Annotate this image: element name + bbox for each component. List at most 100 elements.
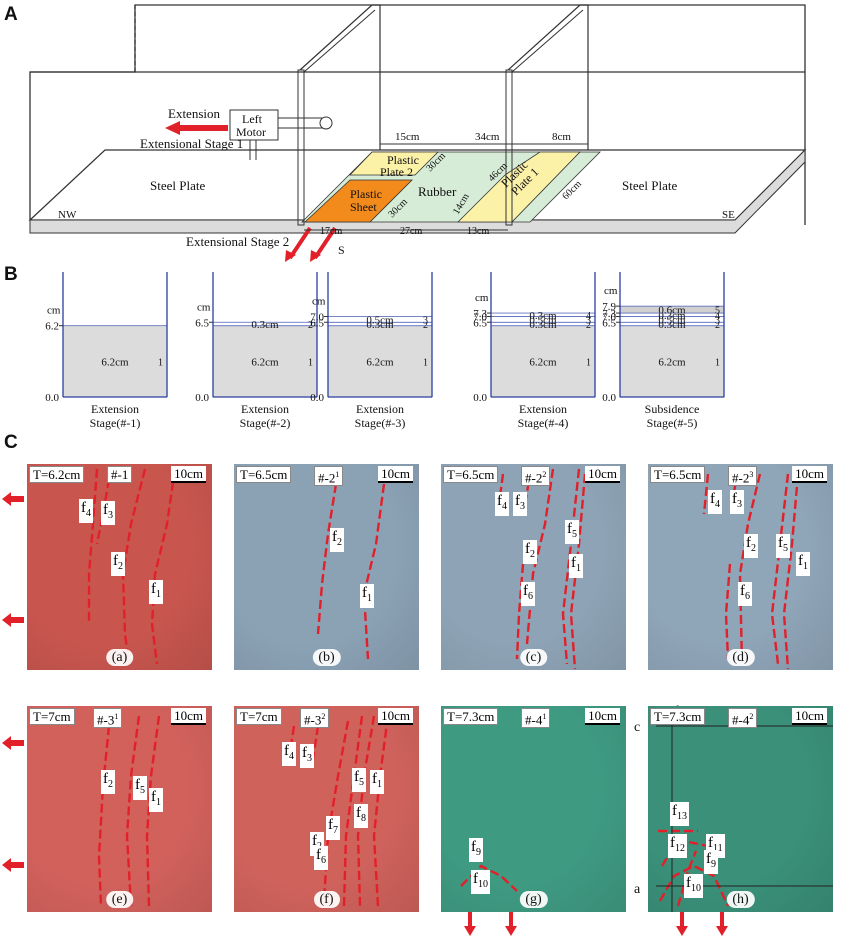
fault-label: f3 [101, 501, 115, 525]
tick-label: 6.5 [195, 317, 209, 329]
thickness-tag: T=7.3cm [443, 708, 499, 725]
layer-thickness: 6.2cm [251, 356, 279, 368]
panel-c-letter: C [4, 432, 18, 453]
tick-label: 7.9 [602, 301, 616, 313]
down-arrow-icon [676, 912, 688, 936]
fault-lines [286, 715, 390, 907]
layer-1 [619, 325, 725, 398]
stage-name: Subsidence [645, 402, 700, 416]
fault-label: f3 [730, 490, 744, 514]
fault-trace [770, 473, 790, 665]
dim-15: 15cm [395, 131, 420, 143]
tick-zero: 0.0 [602, 392, 616, 404]
fault-label: f12 [668, 834, 687, 858]
fault-trace [95, 478, 111, 545]
fault-trace [561, 468, 581, 665]
photo-label: (a) [105, 649, 134, 666]
s-label: S [338, 243, 345, 257]
experiment-id: #-42 [728, 708, 758, 729]
fault-label: f10 [471, 870, 490, 894]
fault-label: f3 [513, 492, 527, 516]
scale-bar: 10cm [171, 466, 206, 483]
photo-label: (g) [519, 891, 548, 908]
fault-label: f1 [370, 770, 384, 794]
se-label: SE [722, 209, 735, 221]
unit-label: cm [47, 305, 61, 317]
dim-34: 34cm [475, 131, 500, 143]
fault-trace [362, 483, 386, 660]
stage2-label: Extensional Stage 2 [186, 234, 289, 249]
left-arrow-icon [2, 613, 24, 627]
scale-bar: 10cm [792, 708, 827, 725]
plastic-plate-2 [349, 151, 439, 176]
stage-id: Stage(#-1) [90, 416, 141, 430]
tick-zero: 0.0 [473, 392, 487, 404]
tick-label: 7.3 [602, 308, 616, 320]
dim-13: 13cm [467, 226, 489, 237]
layer-thickness: 6.2cm [529, 356, 557, 368]
tick-label: 6.5 [602, 317, 616, 329]
photo-f: T=7cm#-3210cmf4f3f5f1f8f2f7f6(f) [234, 706, 419, 912]
thickness-tag: T=7cm [236, 708, 282, 725]
experiment-id: #-32 [300, 708, 330, 729]
plastic-plate2-label: Plastic [387, 153, 419, 167]
panel-a-letter: A [4, 4, 18, 25]
steel-plate-left: Steel Plate [150, 178, 205, 193]
layer-number: 1 [423, 357, 428, 368]
photo-label: (d) [726, 649, 755, 666]
fault-lines [460, 844, 518, 892]
fault-label: f2 [330, 528, 344, 552]
fault-label: f1 [569, 554, 583, 578]
fault-label: f1 [149, 788, 163, 812]
fault-lines [316, 483, 386, 660]
fault-label: f1 [149, 580, 163, 604]
thickness-tag: T=7.3cm [650, 708, 706, 725]
fault-label: f6 [314, 846, 328, 870]
plastic-plate-1 [457, 151, 581, 223]
tick-zero: 0.0 [195, 392, 209, 404]
fault-trace [515, 563, 525, 660]
layer-thickness: 0.5cm [366, 314, 394, 326]
stage-name: Extension [91, 402, 139, 416]
layer-number: 3 [586, 315, 591, 326]
down-arrow-icon [505, 912, 517, 936]
layer-number: 2 [308, 320, 313, 331]
layer-number: 1 [158, 357, 163, 368]
layer-number: 1 [308, 357, 313, 368]
fault-label: f5 [776, 534, 790, 558]
fault-label: f5 [565, 520, 579, 544]
panel-b-letter: B [4, 264, 18, 285]
experiment-id: #-22 [521, 466, 551, 487]
fault-trace [724, 563, 732, 660]
scale-bar: 10cm [585, 708, 620, 725]
layer-1 [212, 325, 318, 398]
tick-label: 6.5 [310, 317, 324, 329]
photo-label: (h) [726, 891, 755, 908]
photo-label: (c) [519, 649, 548, 666]
scale-bar: 10cm [585, 466, 620, 483]
fault-trace [782, 473, 800, 670]
layer-thickness: 6.2cm [658, 356, 686, 368]
down-arrow-icon [716, 912, 728, 936]
rubber-label: Rubber [418, 184, 457, 199]
stage-id: Stage(#-3) [355, 416, 406, 430]
layer-number: 4 [586, 311, 591, 322]
scale-bar: 10cm [378, 708, 413, 725]
stage1-label: Extensional Stage 1 [140, 136, 243, 151]
fault-label: f7 [326, 816, 340, 840]
left-arrow-icon [2, 492, 24, 506]
experiment-id: #-21 [314, 466, 344, 487]
fault-trace [342, 715, 364, 907]
thickness-tag: T=7cm [29, 708, 75, 725]
corner-label: a [634, 882, 641, 897]
unit-label: cm [197, 301, 211, 313]
layer-number: 1 [715, 357, 720, 368]
fault-trace [372, 715, 390, 907]
thickness-tag: T=6.5cm [650, 466, 706, 483]
